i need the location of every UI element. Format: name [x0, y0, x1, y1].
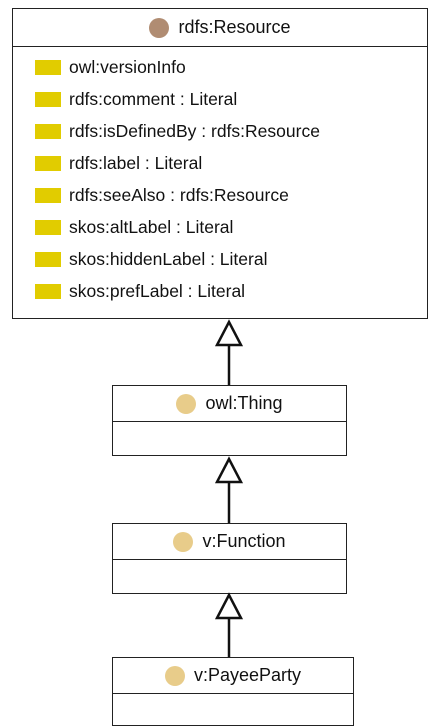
class-header: owl:Thing	[113, 386, 346, 422]
attribute-list: owl:versionInfo rdfs:comment : Literal r…	[13, 47, 427, 307]
attribute-swatch-icon	[35, 59, 61, 75]
attribute-swatch-icon	[35, 123, 61, 139]
attribute-swatch-icon	[35, 187, 61, 203]
attribute-row: rdfs:isDefinedBy : rdfs:Resource	[35, 115, 427, 147]
yellow-circle-icon	[173, 531, 194, 552]
attribute-label: skos:hiddenLabel : Literal	[69, 248, 268, 269]
class-title: rdfs:Resource	[178, 17, 291, 37]
attribute-swatch-icon	[35, 219, 61, 235]
class-rdfs-resource[interactable]: rdfs:Resource owl:versionInfo rdfs:comme…	[12, 8, 428, 319]
attribute-swatch-icon	[35, 283, 61, 299]
attribute-label: skos:altLabel : Literal	[69, 216, 234, 237]
attribute-swatch-icon	[35, 155, 61, 171]
inheritance-arrow	[214, 319, 244, 385]
class-title: v:Function	[202, 531, 286, 551]
attribute-row: rdfs:comment : Literal	[35, 83, 427, 115]
attribute-label: skos:prefLabel : Literal	[69, 280, 246, 301]
brown-circle-icon	[149, 17, 170, 38]
inheritance-arrow	[214, 456, 244, 523]
class-v-payeeparty[interactable]: v:PayeeParty	[112, 657, 354, 726]
class-owl-thing[interactable]: owl:Thing	[112, 385, 347, 456]
yellow-circle-icon	[164, 665, 185, 686]
attribute-label: rdfs:comment : Literal	[69, 88, 238, 109]
yellow-circle-icon	[176, 393, 197, 414]
class-title: v:PayeeParty	[193, 665, 302, 685]
class-header: rdfs:Resource	[13, 9, 427, 47]
attribute-row: skos:hiddenLabel : Literal	[35, 243, 427, 275]
attribute-row: skos:prefLabel : Literal	[35, 275, 427, 307]
attribute-label: owl:versionInfo	[69, 56, 186, 77]
attribute-label: rdfs:label : Literal	[69, 152, 203, 173]
attribute-row: rdfs:seeAlso : rdfs:Resource	[35, 179, 427, 211]
attribute-row: owl:versionInfo	[35, 51, 427, 83]
class-header: v:PayeeParty	[113, 658, 353, 694]
attribute-row: skos:altLabel : Literal	[35, 211, 427, 243]
class-title: owl:Thing	[205, 393, 283, 413]
attribute-label: rdfs:seeAlso : rdfs:Resource	[69, 184, 289, 205]
class-v-function[interactable]: v:Function	[112, 523, 347, 594]
attribute-swatch-icon	[35, 91, 61, 107]
attribute-swatch-icon	[35, 251, 61, 267]
attribute-row: rdfs:label : Literal	[35, 147, 427, 179]
class-header: v:Function	[113, 524, 346, 560]
attribute-label: rdfs:isDefinedBy : rdfs:Resource	[69, 120, 320, 141]
inheritance-arrow	[214, 592, 244, 657]
